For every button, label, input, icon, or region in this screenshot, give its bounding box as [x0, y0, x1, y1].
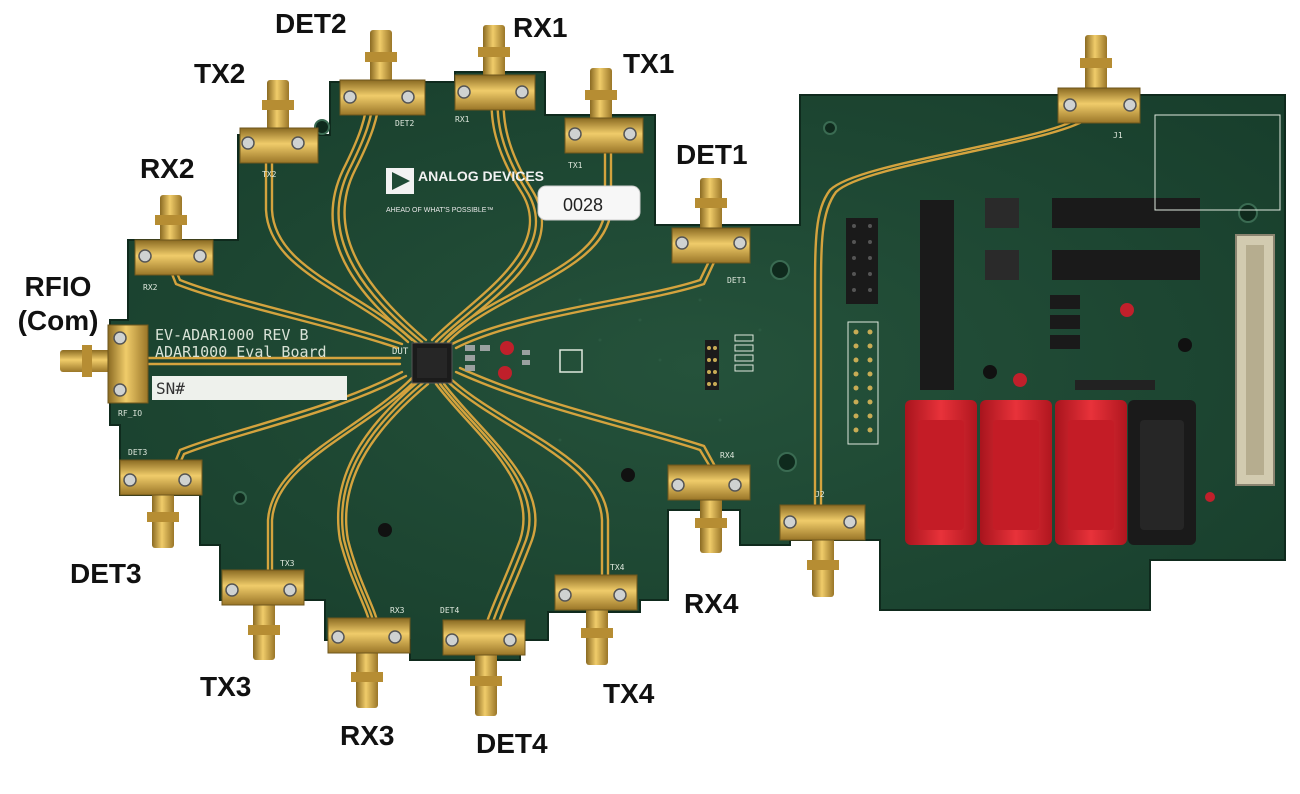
silk-det2: DET2	[395, 119, 414, 128]
silk-j2: J2	[815, 490, 825, 499]
label-rfio: RFIO (Com)	[10, 270, 106, 338]
serial-sticker	[537, 185, 641, 221]
silk-tx4: TX4	[610, 563, 625, 572]
silk-tx3: TX3	[280, 559, 295, 568]
label-rx1: RX1	[513, 12, 568, 43]
board-desc-silk: ADAR1000 Eval Board	[155, 343, 327, 361]
sn-label: SN#	[156, 379, 185, 398]
silk-rx2: RX2	[143, 283, 158, 292]
sn-field	[152, 376, 347, 400]
silk-rx1: RX1	[455, 115, 470, 124]
label-rfio-line1: RFIO	[24, 271, 92, 302]
rf-traces	[138, 93, 1098, 627]
silk-rx3: RX3	[390, 606, 405, 615]
label-det4: DET4	[476, 728, 548, 759]
header-block-5	[1052, 250, 1200, 280]
screws	[113, 85, 1137, 647]
label-rfio-line2: (Com)	[17, 305, 99, 336]
label-tx3: TX3	[200, 671, 252, 702]
label-tx1: TX1	[623, 48, 675, 79]
dut-chip	[411, 342, 453, 384]
header-block-4	[1052, 198, 1200, 228]
serial-number: 0028	[563, 195, 603, 215]
pin-label-box	[1154, 114, 1281, 211]
silk-det1: DET1	[727, 276, 746, 285]
silk-det4: DET4	[440, 606, 459, 615]
board-name-silk: EV-ADAR1000 REV B	[155, 326, 309, 344]
silk-j1: J1	[1113, 131, 1123, 140]
silk-tx2: TX2	[262, 170, 277, 179]
diode	[1075, 380, 1155, 390]
silk-rx4: RX4	[720, 451, 735, 460]
logo-tagline: AHEAD OF WHAT'S POSSIBLE™	[386, 207, 493, 214]
silk-det3: DET3	[128, 448, 147, 457]
passives	[378, 334, 754, 537]
analog-devices-logo	[386, 168, 414, 194]
silk-rfio: RF_IO	[118, 409, 142, 418]
banana-jacks	[905, 400, 1196, 545]
header-block-3	[920, 200, 954, 390]
label-rx2: RX2	[140, 153, 195, 184]
jumpers	[1050, 295, 1080, 349]
ic-chips	[985, 198, 1019, 280]
label-tx2: TX2	[194, 58, 246, 89]
logo-text: ANALOG DEVICES	[418, 168, 544, 184]
label-det2: DET2	[275, 8, 347, 39]
mounting-holes	[233, 119, 1258, 505]
dut-silk: DUT	[392, 347, 409, 357]
header-block-2	[847, 321, 879, 445]
label-tx4: TX4	[603, 678, 655, 709]
label-rx3: RX3	[340, 720, 395, 751]
label-det3: DET3	[70, 558, 142, 589]
silk-tx1: TX1	[568, 161, 583, 170]
header-block-1	[846, 218, 878, 304]
label-rx4: RX4	[684, 588, 739, 619]
indicator-leds	[983, 303, 1215, 502]
label-det1: DET1	[676, 139, 748, 170]
